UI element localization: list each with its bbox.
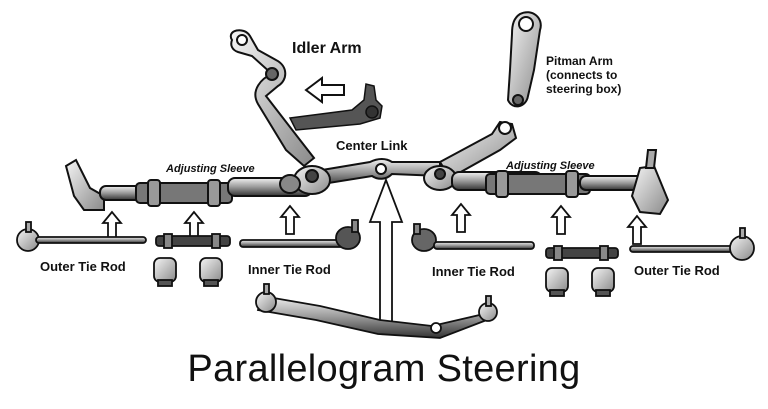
label-outer-tie-rod-left: Outer Tie Rod <box>40 259 126 274</box>
label-inner-tie-rod-left: Inner Tie Rod <box>248 262 331 277</box>
left-tie-rod-assembly <box>64 158 331 211</box>
adjusting-sleeve-left-part <box>155 233 231 249</box>
diagram-title: Parallelogram Steering <box>187 348 581 390</box>
center-link-part <box>255 283 498 339</box>
adjusting-sleeve-right-part <box>545 245 619 261</box>
inner-tie-rod-left-part <box>239 219 361 250</box>
clamps-left <box>153 257 223 287</box>
arrow-inner-tie-rod-right <box>450 202 472 233</box>
label-pitman-arm: Pitman Arm (connects to steering box) <box>546 54 622 96</box>
right-tie-rod-assembly <box>423 149 670 216</box>
label-adjusting-sleeve-left: Adjusting Sleeve <box>166 163 255 175</box>
label-center-link: Center Link <box>336 138 408 153</box>
arrow-outer-tie-rod-left <box>101 210 123 239</box>
pitman-connector <box>438 120 518 180</box>
arrow-center-link <box>368 177 404 331</box>
outer-tie-rod-left-part <box>16 221 147 252</box>
assembled-linkage <box>64 11 670 216</box>
label-inner-tie-rod-right: Inner Tie Rod <box>432 264 515 279</box>
inner-tie-rod-right-part <box>411 223 535 252</box>
idler-arm-assembled <box>229 29 316 168</box>
arrow-sleeve-right <box>550 204 572 235</box>
idler-arm-arrow <box>304 76 345 104</box>
outer-tie-rod-right-part <box>629 227 755 261</box>
label-idler-arm: Idler Arm <box>292 40 362 57</box>
separated-parts <box>16 219 755 339</box>
pitman-arm <box>506 11 542 108</box>
label-adjusting-sleeve-right: Adjusting Sleeve <box>506 160 595 172</box>
idler-arm-part <box>288 83 383 131</box>
arrow-inner-tie-rod-left <box>279 204 301 235</box>
arrow-sleeve-left <box>183 210 205 239</box>
arrow-outer-tie-rod-right <box>626 214 648 245</box>
clamps-right <box>545 267 615 297</box>
label-outer-tie-rod-right: Outer Tie Rod <box>634 263 720 278</box>
